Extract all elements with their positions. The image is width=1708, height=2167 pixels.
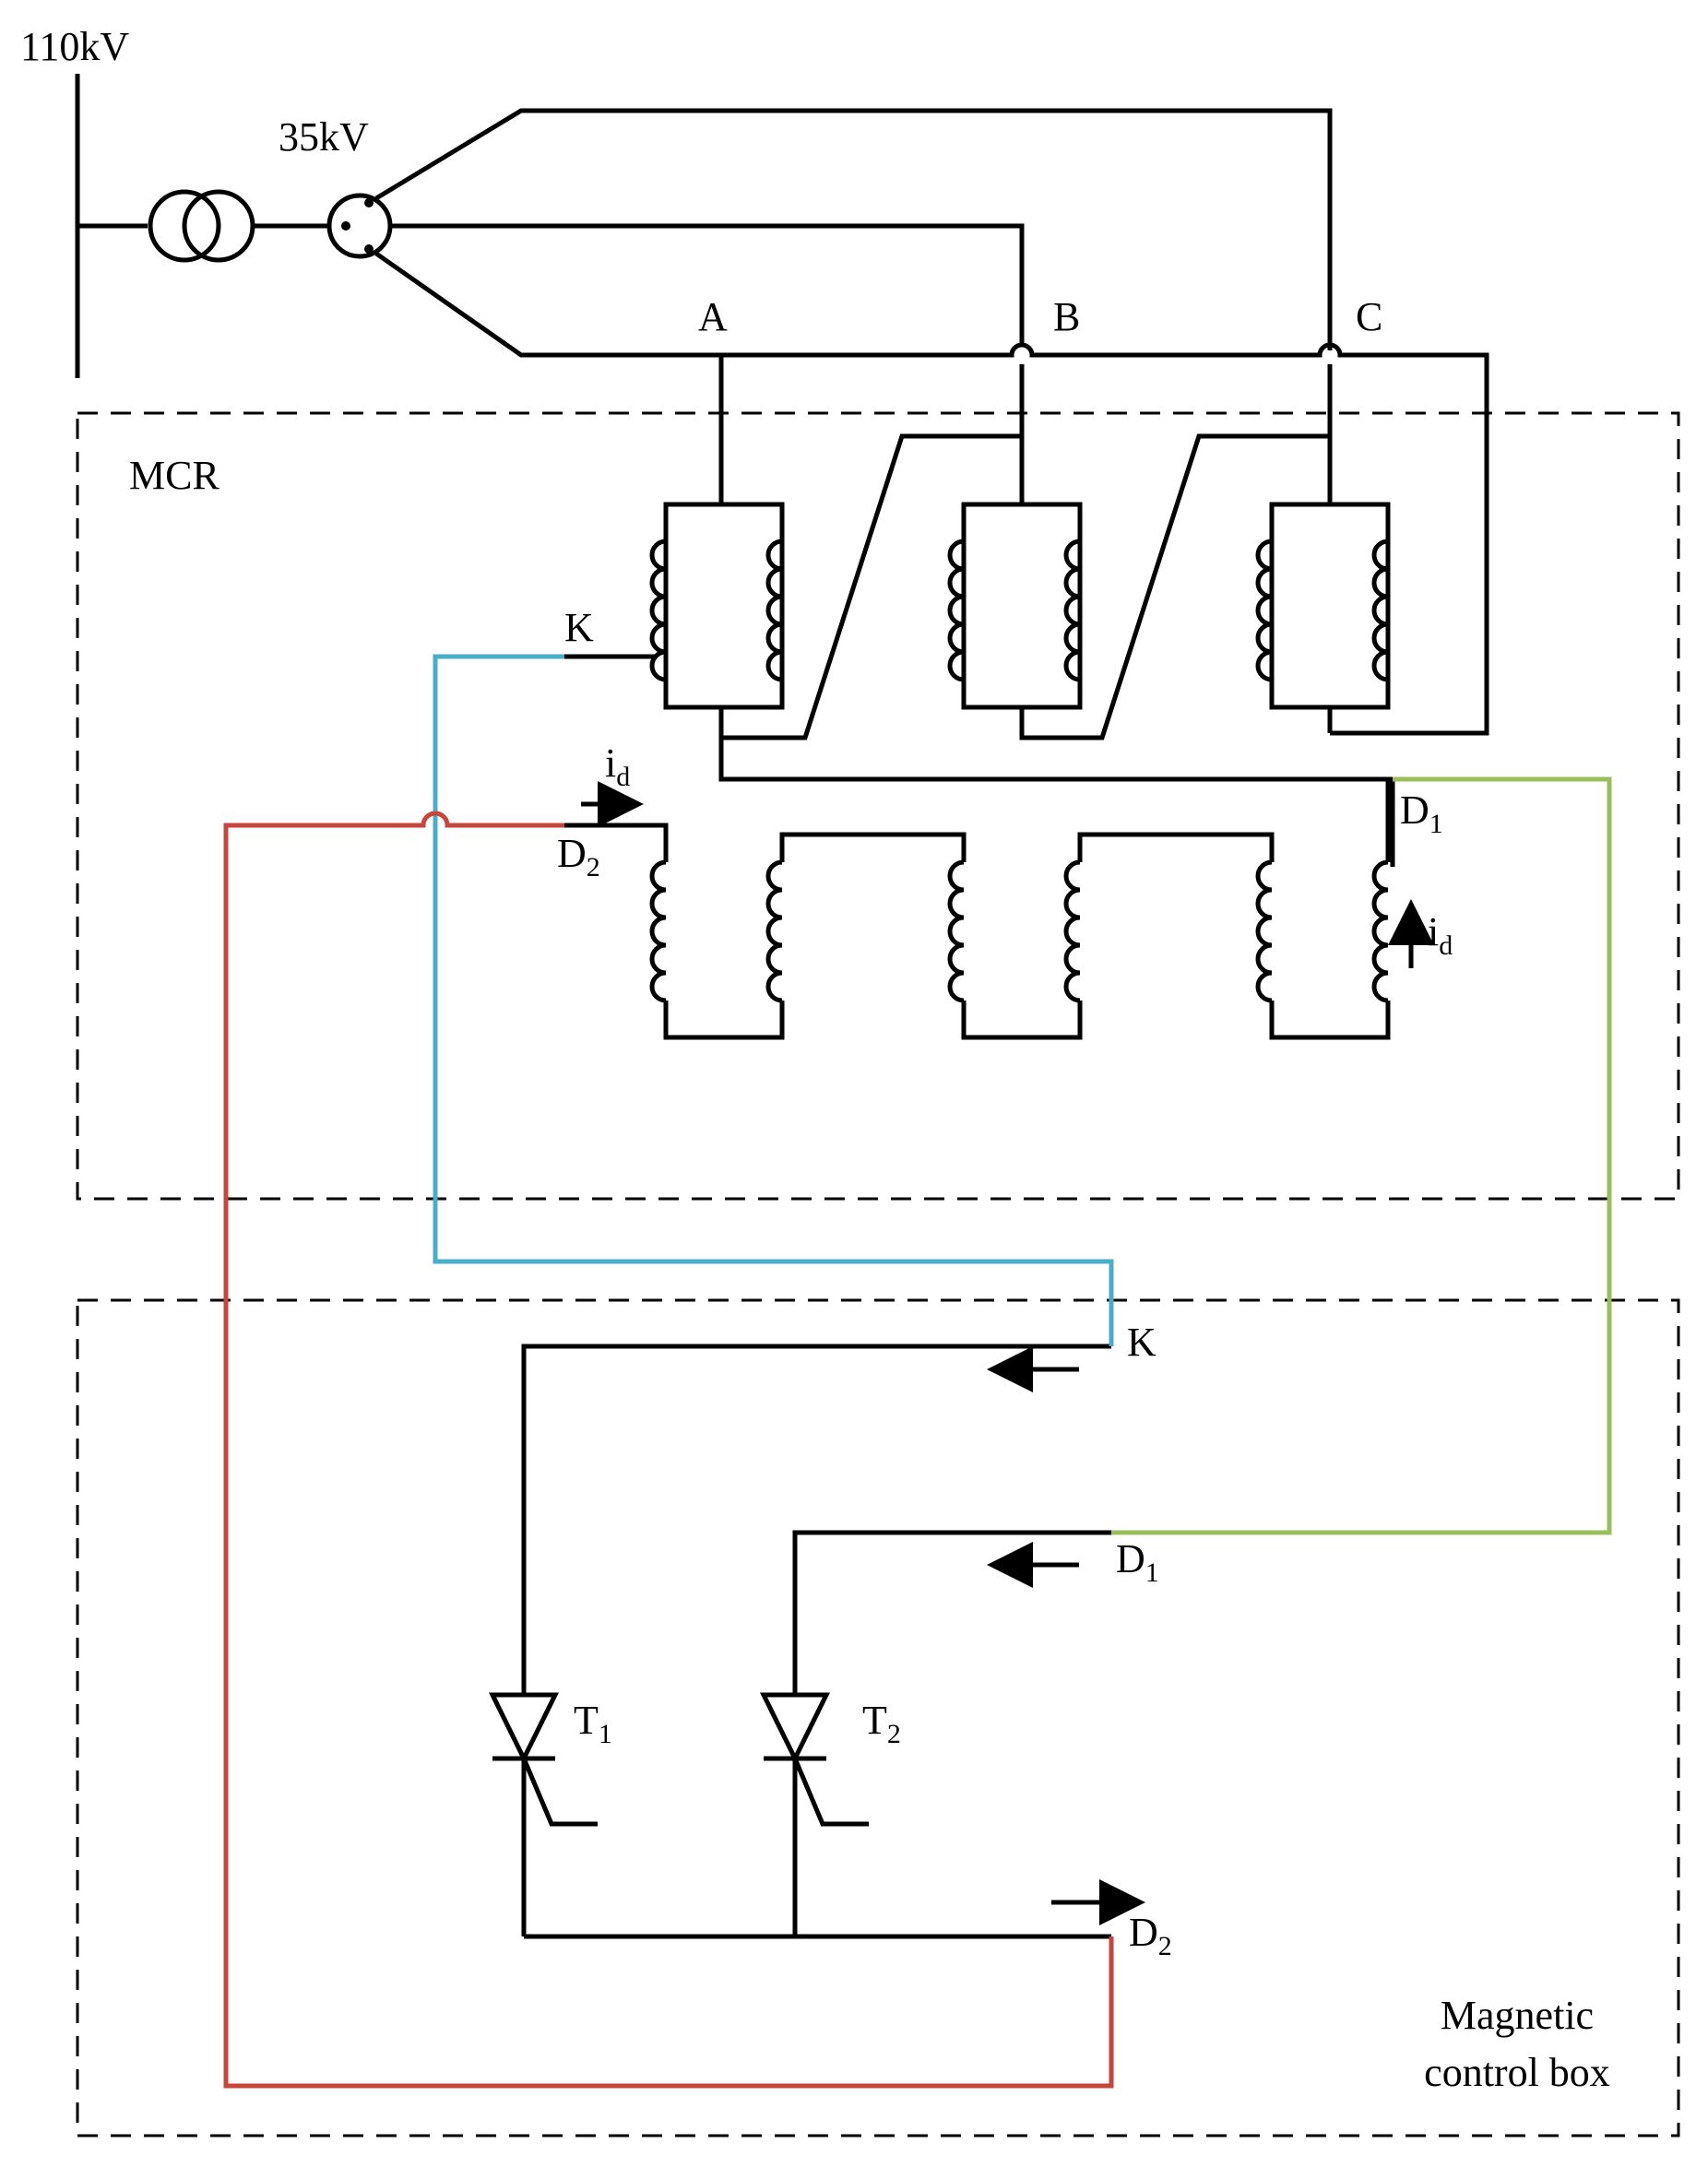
bus-35kv-node-icon [326, 193, 393, 259]
id-label-right: id [1428, 909, 1453, 961]
phase-feeders [374, 108, 1489, 736]
mcr-label: MCR [129, 453, 219, 498]
bus-35kv-label: 35kV [279, 114, 369, 160]
t2-label: T2 [862, 1698, 901, 1749]
mcr-boundary-box [76, 411, 1680, 1201]
k-terminal-label-top: K [564, 605, 594, 650]
magnetic-control-box-boundary [76, 1298, 1680, 2137]
mcr-dc-windings [564, 779, 1391, 1040]
phase-b-label: B [1053, 294, 1080, 339]
k-wire [433, 654, 1114, 1346]
winding-interconnects [718, 433, 1395, 867]
d2-label-top: D2 [557, 831, 600, 882]
d2-label-bottom: D2 [1129, 1910, 1172, 1961]
d2-wire [223, 811, 1114, 2089]
k-terminal-label-bottom: K [1127, 1320, 1156, 1365]
mcr-ac-windings [649, 502, 1391, 710]
thyristor-t1-icon [488, 1692, 598, 1827]
thyristor-t2-icon [759, 1692, 869, 1827]
magnetic-control-box-label-line1: Magnetic [1441, 1993, 1594, 2038]
phase-c-label: C [1356, 294, 1382, 339]
d1-label-top: D1 [1400, 787, 1443, 839]
bus-110kv-label: 110kV [20, 24, 129, 69]
id-label-top: id [605, 740, 630, 792]
magnetic-control-box-label-line2: control box [1424, 2050, 1610, 2095]
control-circuit [521, 1344, 1111, 1939]
d1-label-bottom: D1 [1116, 1536, 1159, 1588]
t1-label: T1 [574, 1698, 612, 1749]
bus-110kv [75, 74, 148, 378]
d1-wire [1111, 776, 1612, 1535]
transformer-icon [148, 189, 255, 263]
phase-a-label: A [698, 294, 728, 339]
